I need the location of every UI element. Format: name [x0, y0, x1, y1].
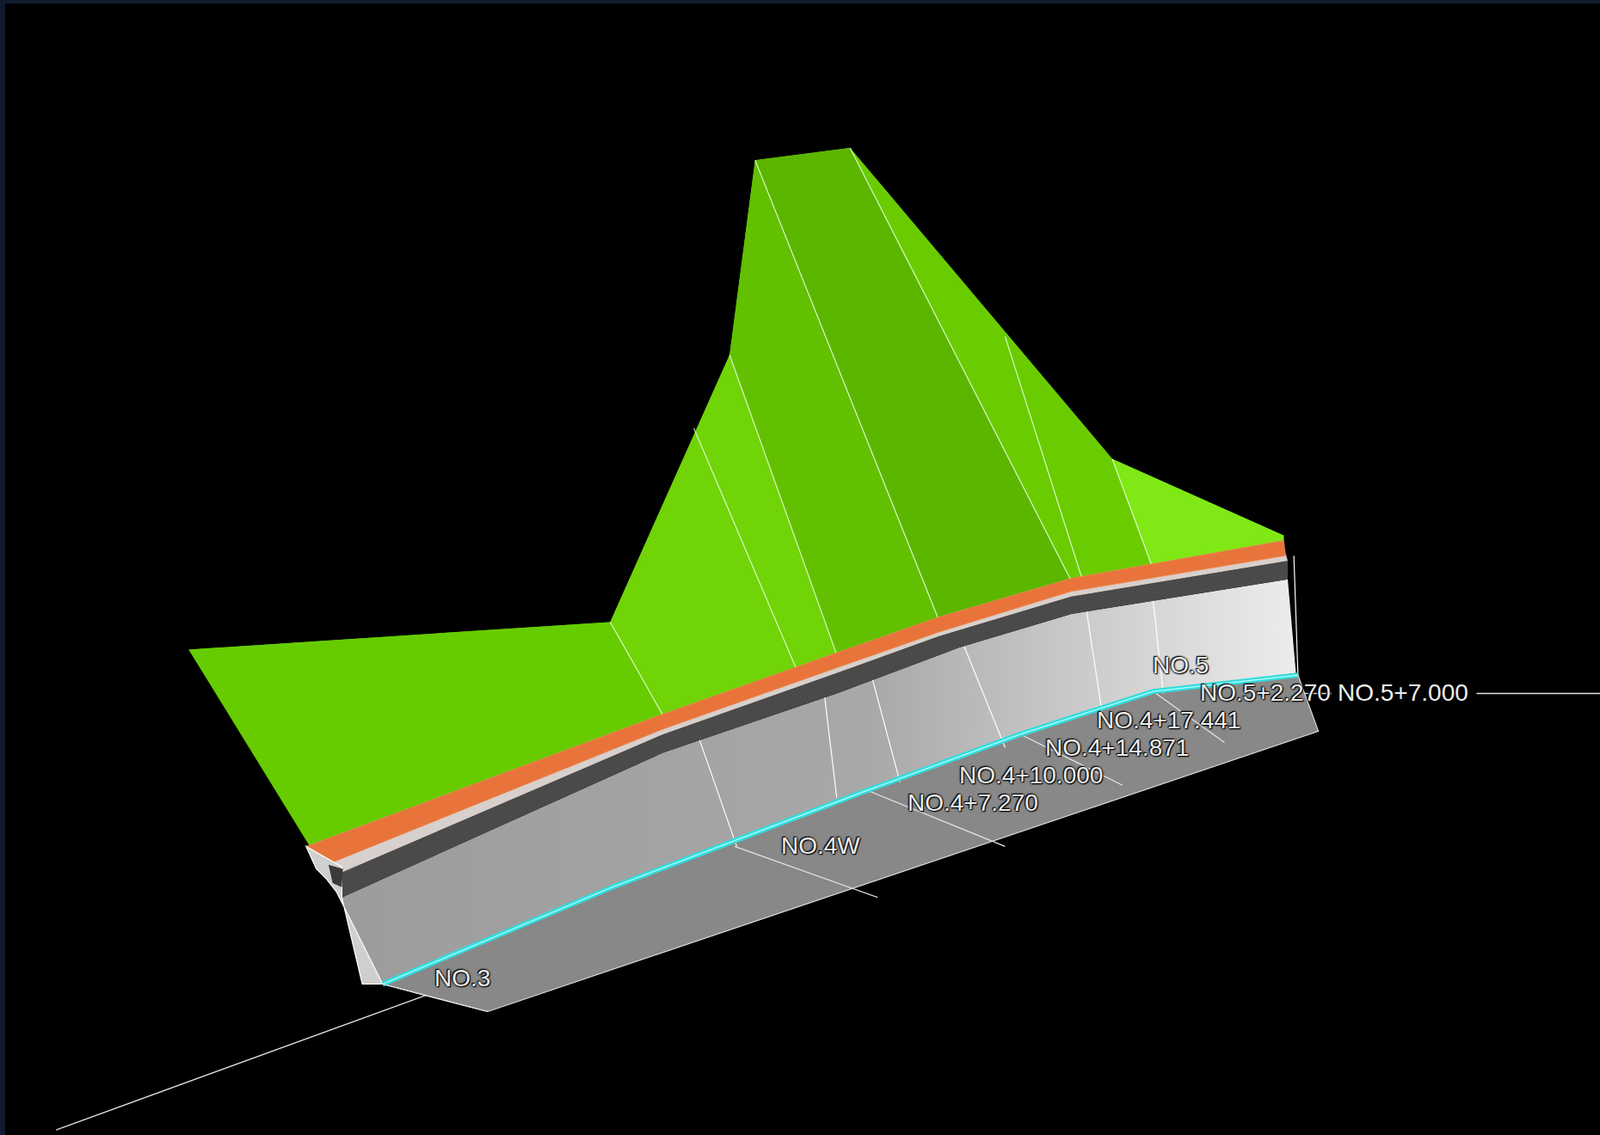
coping-highlight	[316, 553, 1288, 880]
station-label: NO.4+17.441	[1096, 707, 1241, 735]
end-face	[306, 846, 383, 985]
coping-band	[326, 560, 1288, 898]
station-label: NO.4+10.000	[959, 762, 1103, 790]
station-label: NO.4+7.270	[907, 789, 1039, 818]
station-label: NO.5+2.270	[1200, 679, 1331, 708]
station-label: NO.5	[1152, 652, 1209, 680]
station-label: NO.3	[434, 965, 491, 993]
drain-edge	[382, 675, 1299, 985]
station-label: NO.5+7.000	[1337, 679, 1469, 708]
drain-line	[382, 675, 1299, 985]
station-label: NO.4+14.871	[1045, 734, 1189, 763]
station-label: NO.4W	[781, 832, 861, 861]
end-face-dark	[328, 865, 344, 888]
